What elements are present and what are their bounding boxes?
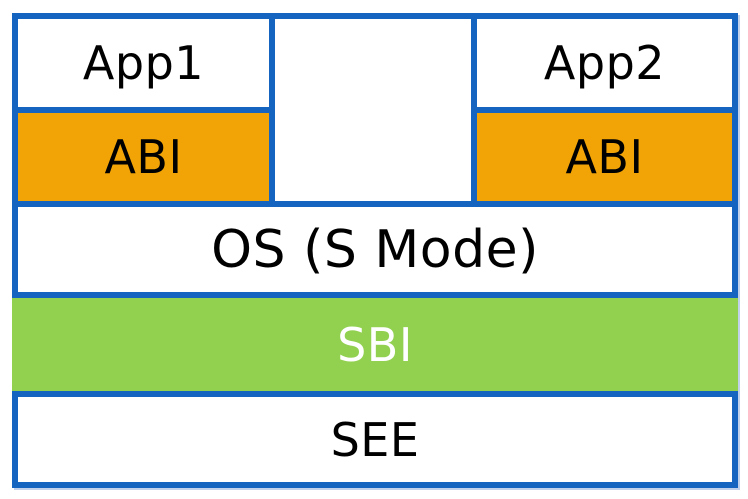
- app2-label: App2: [543, 36, 666, 90]
- sbi-label: SBI: [337, 317, 413, 372]
- app2-column: App2 ABI: [471, 19, 732, 201]
- os-label: OS (S Mode): [211, 219, 539, 280]
- abi-right-label: ABI: [565, 130, 644, 184]
- os-box: OS (S Mode): [18, 201, 732, 292]
- apps-gap: [275, 19, 471, 201]
- app1-label: App1: [82, 36, 205, 90]
- see-label: SEE: [330, 412, 420, 467]
- app1-box: App1: [18, 19, 269, 113]
- sbi-box: SBI: [12, 292, 738, 391]
- abi-box-left: ABI: [18, 113, 269, 201]
- sbi-stack-diagram: App1 ABI App2 ABI OS (S Mode) SBI SEE: [12, 13, 738, 488]
- apps-section: App1 ABI App2 ABI: [18, 19, 732, 201]
- abi-box-right: ABI: [477, 113, 732, 201]
- app2-box: App2: [477, 19, 732, 113]
- see-box: SEE: [18, 391, 732, 482]
- app1-column: App1 ABI: [18, 19, 275, 201]
- abi-left-label: ABI: [104, 130, 183, 184]
